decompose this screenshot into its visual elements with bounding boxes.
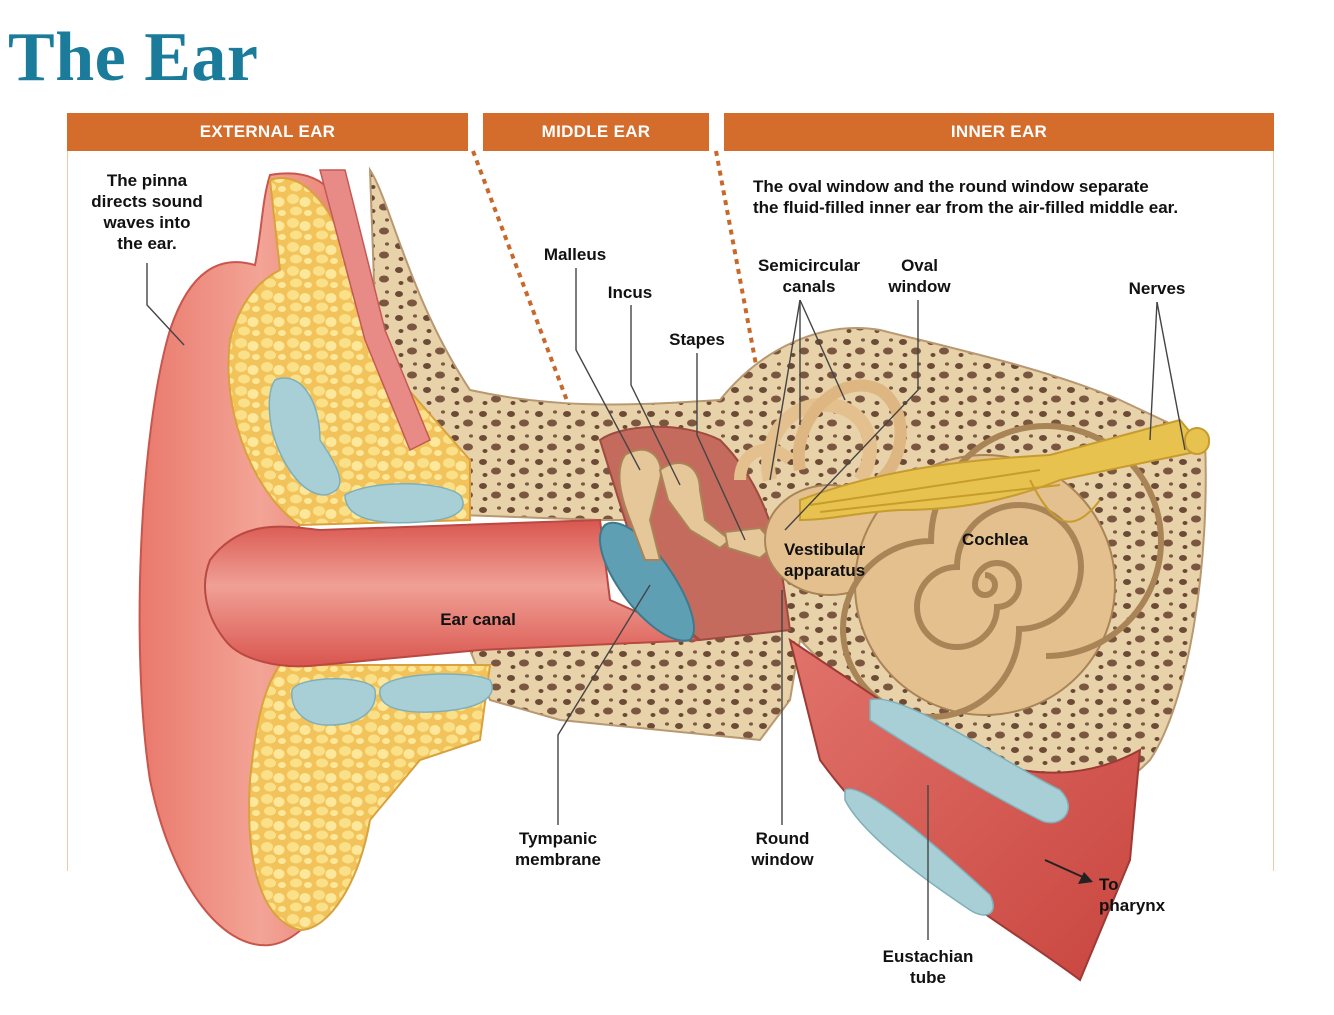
label-ear-canal: Ear canal [423,609,533,630]
pinna-note: The pinna directs sound waves into the e… [72,170,222,254]
label-vestibular-apparatus: Vestibular apparatus [784,539,889,581]
cartilage-2 [345,484,463,523]
label-eustachian-tube: Eustachian tube [870,946,986,988]
label-oval-window: Oval window [872,255,967,297]
label-cochlea: Cochlea [950,529,1040,550]
label-round-window: Round window [735,828,830,870]
label-malleus: Malleus [530,244,620,265]
label-semicircular-canals: Semicircular canals [744,255,874,297]
windows-note: The oval window and the round window sep… [753,176,1268,218]
label-incus: Incus [590,282,670,303]
label-nerves: Nerves [1115,278,1199,299]
label-stapes: Stapes [655,329,739,350]
label-tympanic-membrane: Tympanic membrane [498,828,618,870]
nerve-end [1185,428,1209,454]
label-to-pharynx: To pharynx [1099,874,1199,916]
